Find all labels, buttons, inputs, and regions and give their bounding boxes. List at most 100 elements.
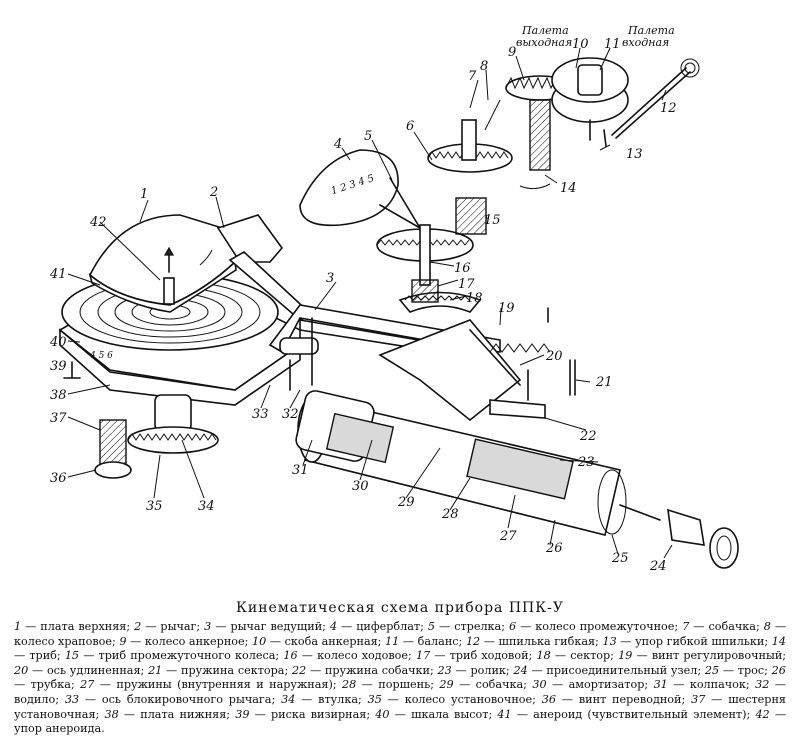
legend-text: триб ходовой; [449, 649, 533, 663]
legend-number: 10 [252, 634, 267, 648]
kinematic-diagram: 4 5 6 [49, 24, 739, 574]
legend-item: 26 — трубка; [14, 663, 786, 692]
legend-text: ось удлиненная; [46, 663, 145, 677]
legend-item: 1 — плата верхняя; [14, 620, 131, 633]
legend-item: 13 — упор гибкой шпильки; [602, 634, 769, 648]
legend-text: упор гибкой шпильки; [635, 634, 769, 648]
legend-item: 32 — водило; [14, 678, 786, 706]
label-30: 30 [352, 479, 369, 494]
legend-item: 19 — винт регулировочный; [618, 649, 787, 663]
legend-number: 11 [385, 634, 400, 648]
label-17: 17 [458, 277, 475, 292]
legend-number: 38 [104, 707, 119, 721]
label-29: 29 [397, 495, 415, 510]
legend-item: 16 — колесо ходовое; [283, 649, 412, 663]
legend-number: 28 [342, 678, 357, 692]
label-24: 24 [649, 559, 667, 574]
label-15: 15 [484, 213, 501, 228]
legend-item: 5 — стрелка; [427, 620, 505, 633]
index-mark [63, 361, 81, 379]
legend-item: 36 — винт переводной; [541, 692, 686, 706]
label-39: 39 [50, 359, 67, 374]
legend-item: 27 — пружины (внутренняя и наружная); [80, 678, 337, 692]
label-21: 21 [595, 375, 613, 390]
legend-text: циферблат; [356, 620, 424, 633]
legend-number: 14 [771, 634, 786, 648]
legend-text: винт переводной; [578, 692, 686, 706]
plate-scale-marks: 4 5 6 [89, 351, 113, 361]
upper-plate [88, 214, 247, 313]
flexible-pin [603, 58, 700, 147]
intermediate-wheel [376, 224, 474, 303]
legend-number: 19 [618, 649, 633, 663]
legend-item: 22 — пружина собачки; [291, 663, 434, 677]
legend-number: 16 [283, 649, 298, 663]
balance [551, 57, 629, 141]
pallet-in-label-1: Палета [627, 24, 675, 37]
legend-number: 24 [513, 663, 528, 677]
label-16: 16 [454, 261, 471, 276]
label-3: 3 [326, 271, 334, 286]
legend-text: пружина сектора; [181, 663, 289, 677]
legend-text: риска визирная; [270, 707, 371, 721]
label-35: 35 [146, 499, 163, 514]
label-38: 38 [50, 388, 67, 403]
label-9: 9 [508, 45, 516, 60]
legend-number: 35 [367, 692, 382, 706]
legend-number: 29 [439, 678, 454, 692]
legend-item: 15 — триб промежуточного колеса; [64, 649, 280, 663]
label-37: 37 [50, 411, 67, 426]
legend-text: колесо анкерное; [144, 634, 249, 648]
legend-text: водило; [14, 692, 59, 706]
legend-item: 14 — триб; [14, 634, 786, 663]
legend-text: собачка; [708, 620, 760, 633]
label-23: 23 [577, 455, 595, 470]
legend-text: колесо храповое; [14, 634, 116, 648]
label-7: 7 [468, 69, 477, 84]
legend-number: 1 [14, 620, 22, 633]
legend-number: 13 [602, 634, 617, 648]
legend-text: рычаг ведущий; [230, 620, 326, 633]
legend-item: 25 — трос; [704, 663, 768, 677]
label-13: 13 [626, 147, 643, 162]
legend-number: 2 [134, 620, 142, 633]
label-33: 33 [252, 407, 269, 422]
legend-item: 2 — рычаг; [134, 620, 201, 633]
legend-text: ролик; [470, 663, 510, 677]
label-41: 41 [49, 267, 67, 282]
legend-number: 6 [508, 620, 517, 633]
legend-number: 21 [148, 663, 163, 677]
legend-number: 42 [755, 707, 770, 721]
legend-number: 4 [329, 620, 338, 633]
legend-number: 40 [375, 707, 390, 721]
legend-number: 31 [653, 678, 668, 692]
legend-item: 23 — ролик; [437, 663, 510, 677]
legend-number: 7 [682, 620, 690, 633]
label-12: 12 [660, 101, 677, 116]
legend-number: 22 [291, 663, 307, 677]
legend-item: 3 — рычаг ведущий; [204, 620, 326, 633]
label-34: 34 [198, 499, 215, 514]
legend-number: 20 [14, 663, 29, 677]
legend-number: 33 [64, 692, 80, 706]
label-6: 6 [406, 119, 414, 134]
legend-number: 41 [497, 707, 512, 721]
pallet-labels: Палета выходная Палета входная [516, 24, 675, 49]
legend-text: триб; [29, 649, 61, 663]
label-36: 36 [50, 471, 67, 486]
legend-text: стрелка; [454, 620, 505, 633]
label-10: 10 [572, 37, 589, 52]
legend-item: 35 — колесо установочное; [367, 692, 536, 706]
legend-number: 27 [80, 678, 95, 692]
legend-number: 17 [415, 649, 431, 663]
legend-number: 32 [755, 678, 770, 692]
legend-number: 37 [691, 692, 706, 706]
figure-caption: Кинематическая схема прибора ППК-У [236, 600, 564, 616]
legend-text: поршень; [378, 678, 434, 692]
legend-number: 36 [541, 692, 556, 706]
number-labels: 1 2 3 4 5 6 7 8 9 10 11 12 13 14 15 16 1… [49, 37, 677, 574]
legend-item: 24 — присоединительный узел; [513, 663, 702, 677]
pallet-in-label-2: входная [622, 36, 669, 49]
legend-item: 21 — пружина сектора; [148, 663, 289, 677]
label-20: 20 [545, 349, 563, 364]
